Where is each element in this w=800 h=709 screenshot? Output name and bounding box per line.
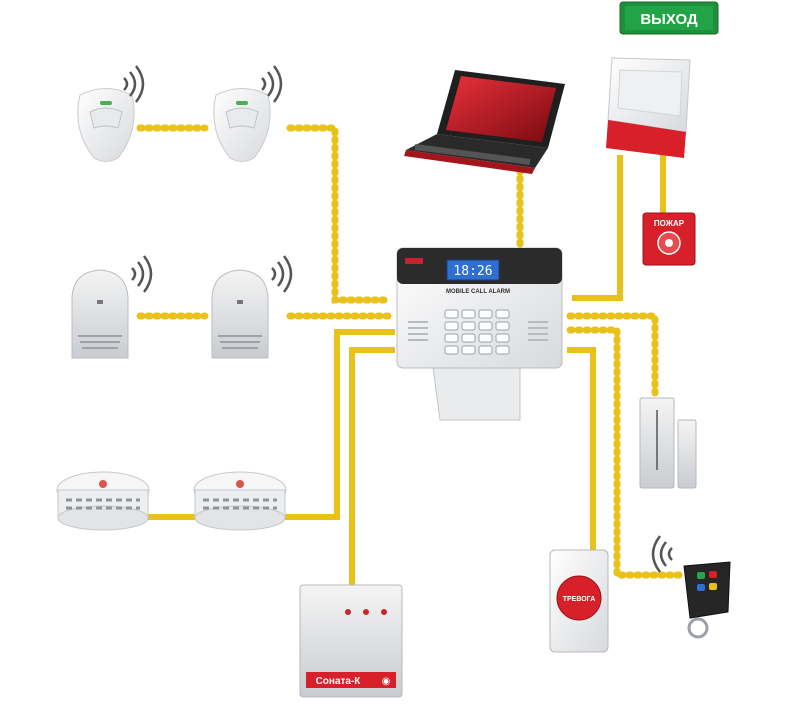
wire-power	[349, 347, 395, 585]
panic-button: ТРЕВОГА	[549, 549, 609, 653]
wire-smoke	[279, 329, 395, 520]
wire-pir	[286, 124, 394, 304]
glass-break-detector-2	[211, 269, 269, 359]
wifi-icon	[123, 65, 145, 103]
laptop	[404, 70, 565, 174]
fire-call-point-label: ПОЖАР	[654, 219, 685, 228]
exit-sign-label: ВЫХОД	[640, 11, 698, 28]
wifi-icon	[651, 535, 673, 573]
panel-brand: MOBILE CALL ALARM	[446, 289, 510, 295]
panel-display: 18:26	[453, 264, 492, 279]
wire-keyfob	[566, 326, 684, 579]
sound-icon: ◉	[382, 676, 391, 687]
keyfob-remote	[683, 561, 731, 639]
smoke-detector-1	[56, 471, 150, 531]
wire-panic	[567, 347, 596, 553]
smoke-detector-2	[193, 471, 287, 531]
panic-button-label: ТРЕВОГА	[563, 596, 596, 603]
glass-break-detector-1	[71, 269, 129, 359]
wifi-icon	[131, 255, 153, 293]
wifi-icon	[271, 255, 293, 293]
wire-door-contact	[566, 312, 659, 399]
door-contact	[639, 397, 697, 489]
wired-connections	[147, 124, 684, 585]
siren	[606, 57, 691, 158]
fire-call-point: ПОЖАР	[642, 212, 696, 266]
exit-sign: ВЫХОД	[619, 1, 719, 35]
keypad	[444, 309, 510, 355]
pir-detector-1	[77, 88, 135, 162]
wire-siren	[572, 155, 623, 301]
power-supply-brand: Соната-К	[316, 676, 362, 687]
control-panel: 18:26 MOBILE CALL ALARM	[396, 247, 563, 421]
speaker-grille-left	[408, 321, 428, 341]
wifi-icon	[261, 65, 283, 103]
speaker-grille-right	[528, 321, 548, 341]
power-supply-unit: Соната-К ◉	[299, 584, 403, 698]
pir-detector-2	[213, 88, 271, 162]
